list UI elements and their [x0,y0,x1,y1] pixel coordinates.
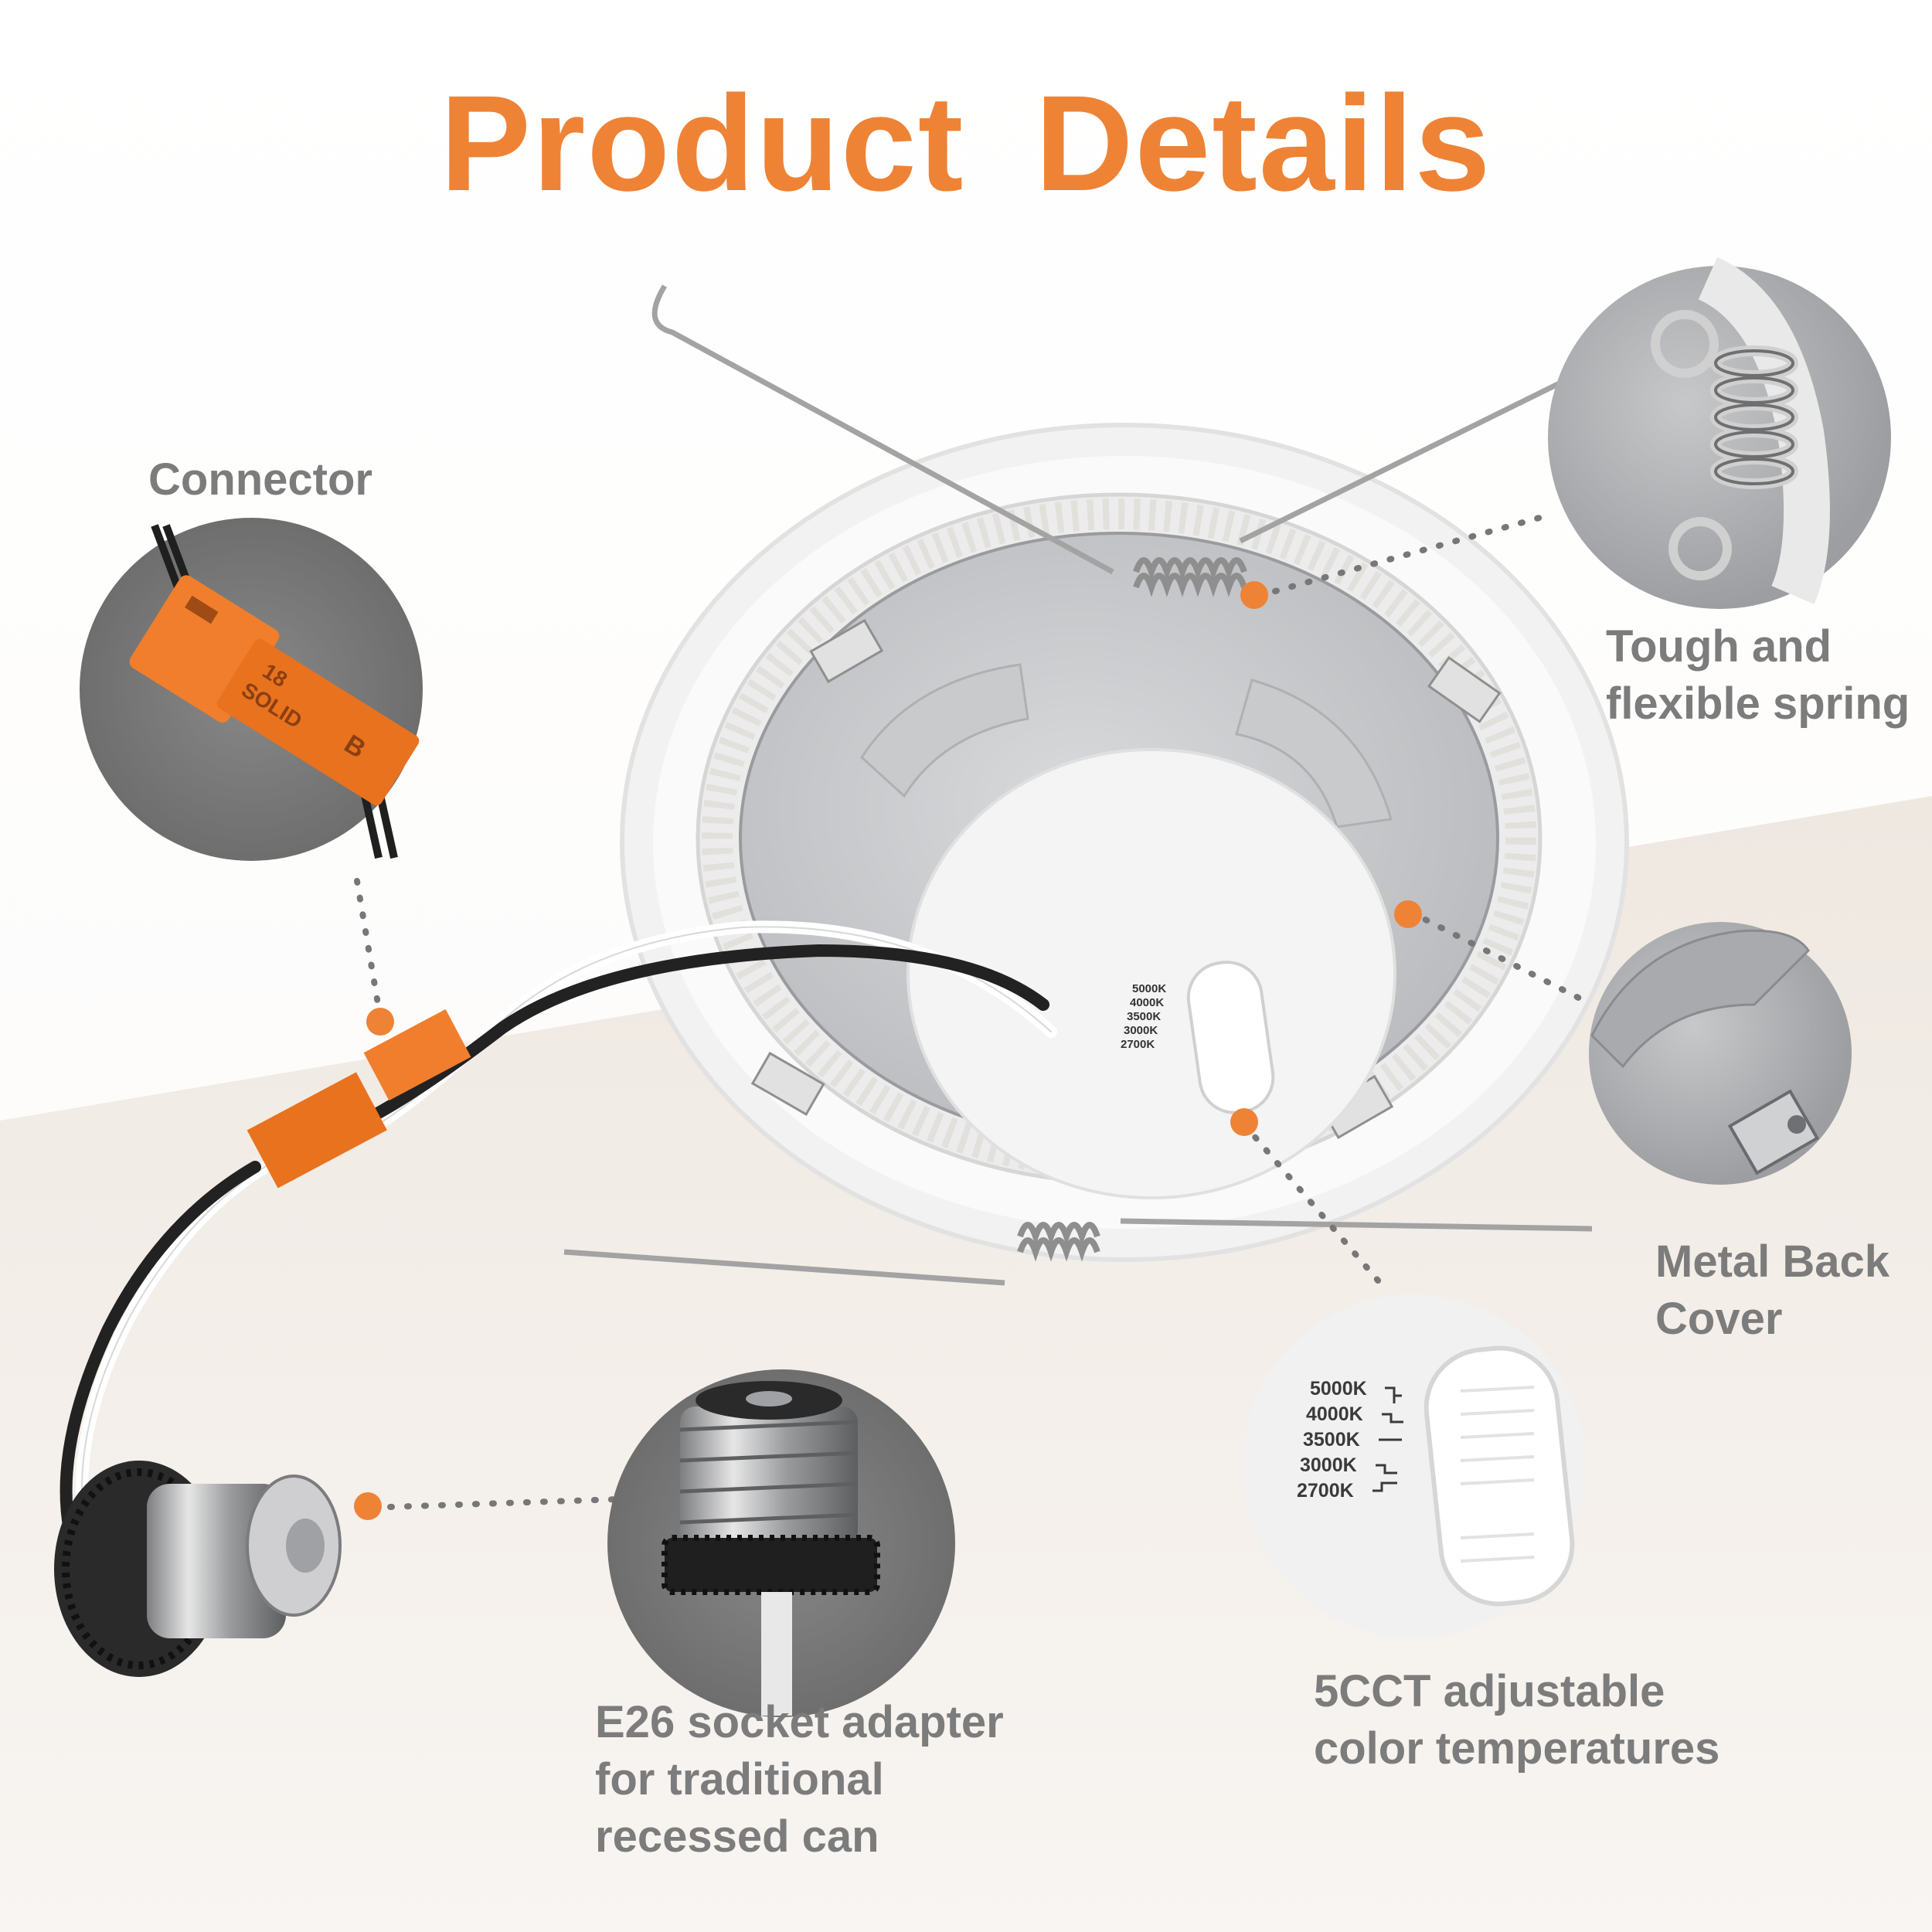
cct-option: 3000K [1300,1454,1357,1476]
downlight-fixture: 5000K 4000K 3500K 3000K 2700K [563,284,1629,1286]
cct-option-small: 3000K [1124,1024,1158,1037]
spring-bottom [1017,1222,1100,1262]
spring-arm [1239,376,1570,544]
zoom-e26 [607,1369,955,1717]
spring-top [1133,557,1247,597]
label-connector: Connector [148,454,372,505]
callout-dot-connector [366,1008,394,1036]
cct-option: 2700K [1297,1480,1354,1502]
label-e26-socket-adapter: E26 socket adapter for traditional reces… [595,1697,1004,1862]
cct-option-small: 5000K [1132,982,1166,995]
page-title: Product Details [440,68,1492,219]
callout-dots [354,581,1422,1520]
callout-dot-metal-back [1394,900,1422,928]
wire-connector [247,1009,471,1189]
cct-option-small: 2700K [1121,1038,1155,1051]
zoom-connector: 18 SOLID B [80,518,423,861]
cct-option: 4000K [1306,1403,1363,1425]
spring-arm [563,1249,1005,1286]
callout-dot-cct [1230,1108,1258,1136]
cct-option-small: 4000K [1130,996,1164,1009]
cct-option: 3500K [1303,1429,1360,1451]
cct-option: 5000K [1310,1378,1367,1400]
label-metal-back-cover: Metal Back Cover [1655,1236,1890,1344]
leader-lines [354,511,1595,1510]
label-cct-adjustable: 5CCT adjustable color temperatures [1314,1666,1720,1774]
spring-arm [651,284,1114,575]
spring-arm [1120,1218,1593,1232]
label-spring: Tough and flexible spring [1606,621,1910,729]
callout-dot-spring [1240,581,1268,609]
zoom-metal-back [1589,922,1852,1185]
cct-switch: 5000K 4000K 3500K 3000K 2700K [1121,961,1275,1114]
cct-option-small: 3500K [1127,1010,1161,1023]
e26-socket-adapter [54,1461,342,1677]
zoom-cct: 5000K 4000K 3500K 3000K 2700K [1242,1294,1585,1638]
callout-dot-e26 [354,1492,382,1520]
zoom-spring [1548,257,1891,609]
wire-harness [60,920,1057,1536]
